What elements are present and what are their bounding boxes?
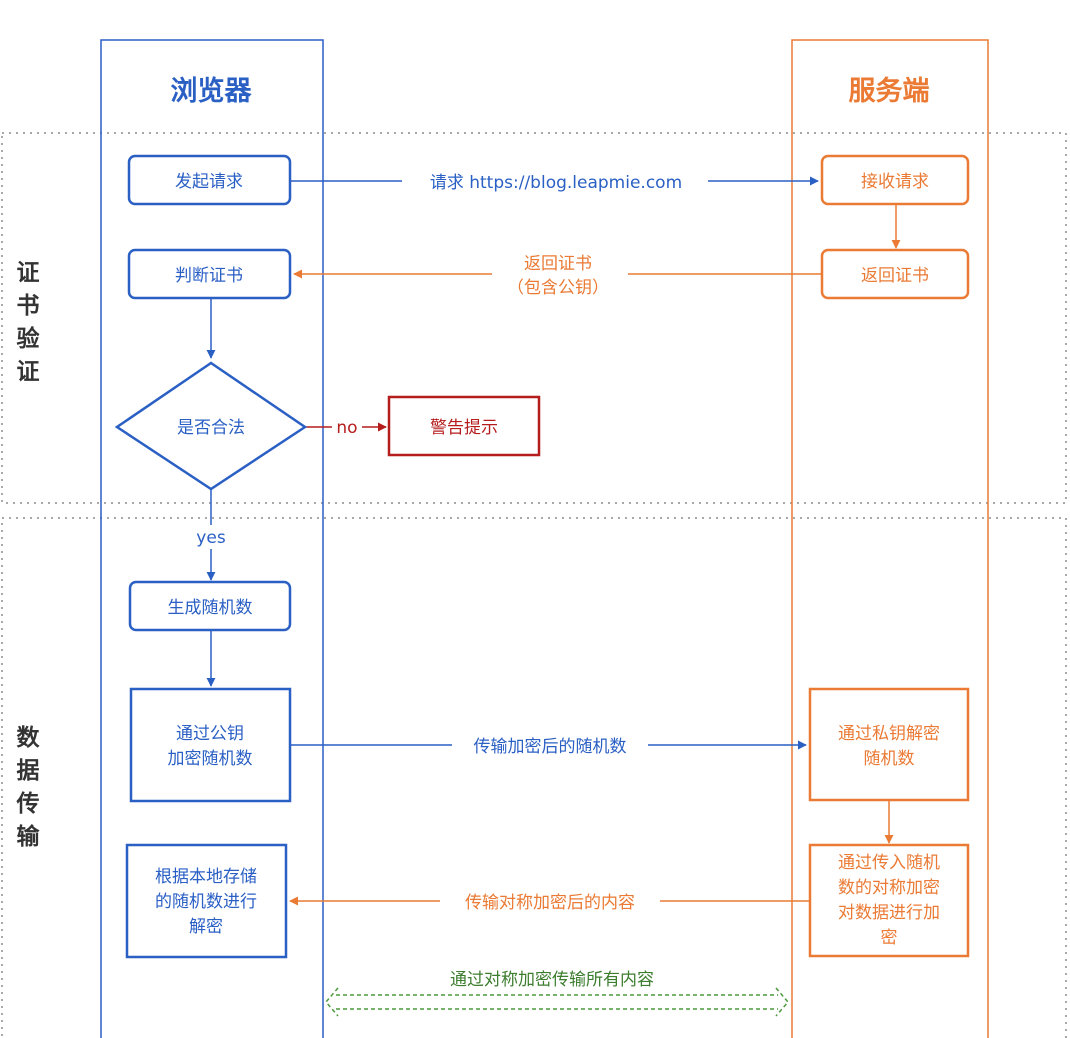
send-random-label-bg (452, 733, 648, 759)
cert-section-char: 证 (17, 359, 40, 385)
cert-section-border (1, 132, 1067, 504)
encrypt-random-node (129, 687, 292, 803)
symmetric-channel-label: 通过对称加密传输所有内容 (450, 970, 654, 990)
encrypt-content-label-line4: 密 (881, 928, 898, 948)
browser-lane-title: 浏览器 (171, 75, 253, 107)
receive-request-node (820, 154, 970, 206)
send-content-label: 传输对称加密后的内容 (465, 893, 635, 913)
request-label: 请求 https://blog.leapmie.com (430, 173, 682, 193)
return-cert-label-line1: 返回证书 (524, 254, 592, 274)
decrypt-random-label-line2: 随机数 (864, 749, 915, 769)
server-lane (791, 39, 989, 1038)
decrypt-content-label-line1: 根据本地存储 (155, 867, 257, 887)
data-section-border (1, 517, 1067, 1038)
data-section-label: 数 据 传 输 (16, 725, 41, 850)
warning-label: 警告提示 (430, 418, 498, 438)
data-section-char: 输 (17, 823, 41, 850)
return-cert-label-line2: （包含公钥） (507, 278, 609, 298)
yes-label-bg (190, 525, 232, 549)
return-cert-node-label: 返回证书 (861, 266, 929, 286)
is-valid-decision-node (114, 361, 308, 491)
send-content-label-bg (440, 889, 660, 915)
send-random-label: 传输加密后的随机数 (474, 737, 627, 757)
cert-section-char: 书 (17, 293, 40, 319)
encrypt-content-label-line3: 对数据进行加 (838, 903, 940, 923)
request-label-bg (402, 168, 708, 194)
decrypt-random-node (808, 687, 970, 802)
judge-cert-label: 判断证书 (175, 266, 243, 286)
decrypt-content-node (125, 843, 288, 959)
encrypt-content-label-line2: 数的对称加密 (838, 878, 940, 898)
data-section-char: 数 (17, 725, 41, 751)
gen-random-label: 生成随机数 (168, 598, 253, 618)
data-section-char: 据 (17, 758, 40, 784)
return-cert-label-bg (492, 250, 628, 300)
cert-section-label: 证 书 验 证 (17, 260, 40, 385)
symmetric-channel-left-head (325, 987, 339, 1017)
encrypt-content-node (808, 843, 970, 958)
initiate-request-node (127, 154, 292, 206)
cert-section-char: 验 (17, 325, 40, 352)
symmetric-channel-right-head (775, 987, 789, 1017)
server-lane-title: 服务端 (849, 76, 930, 107)
encrypt-content-label-line1: 通过传入随机 (838, 853, 940, 873)
data-section-char: 传 (16, 791, 40, 817)
cert-section-char: 证 (17, 260, 40, 286)
no-label-bg (332, 415, 362, 439)
encrypt-random-label-line2: 加密随机数 (168, 749, 253, 769)
receive-request-label: 接收请求 (861, 172, 929, 192)
decrypt-random-label-line1: 通过私钥解密 (838, 724, 940, 744)
encrypt-random-label-line1: 通过公钥 (176, 724, 244, 744)
judge-cert-node (127, 248, 292, 300)
decrypt-content-label-line2: 的随机数进行 (155, 892, 257, 912)
no-label: no (336, 418, 357, 438)
yes-label: yes (196, 528, 226, 548)
is-valid-label: 是否合法 (177, 418, 245, 438)
warning-node (387, 395, 541, 457)
decrypt-content-label-line3: 解密 (189, 917, 223, 937)
initiate-request-label: 发起请求 (175, 172, 243, 192)
symmetric-channel (325, 987, 789, 1017)
gen-random-node (128, 580, 292, 632)
return-cert-node (820, 248, 970, 300)
browser-lane (100, 39, 324, 1038)
